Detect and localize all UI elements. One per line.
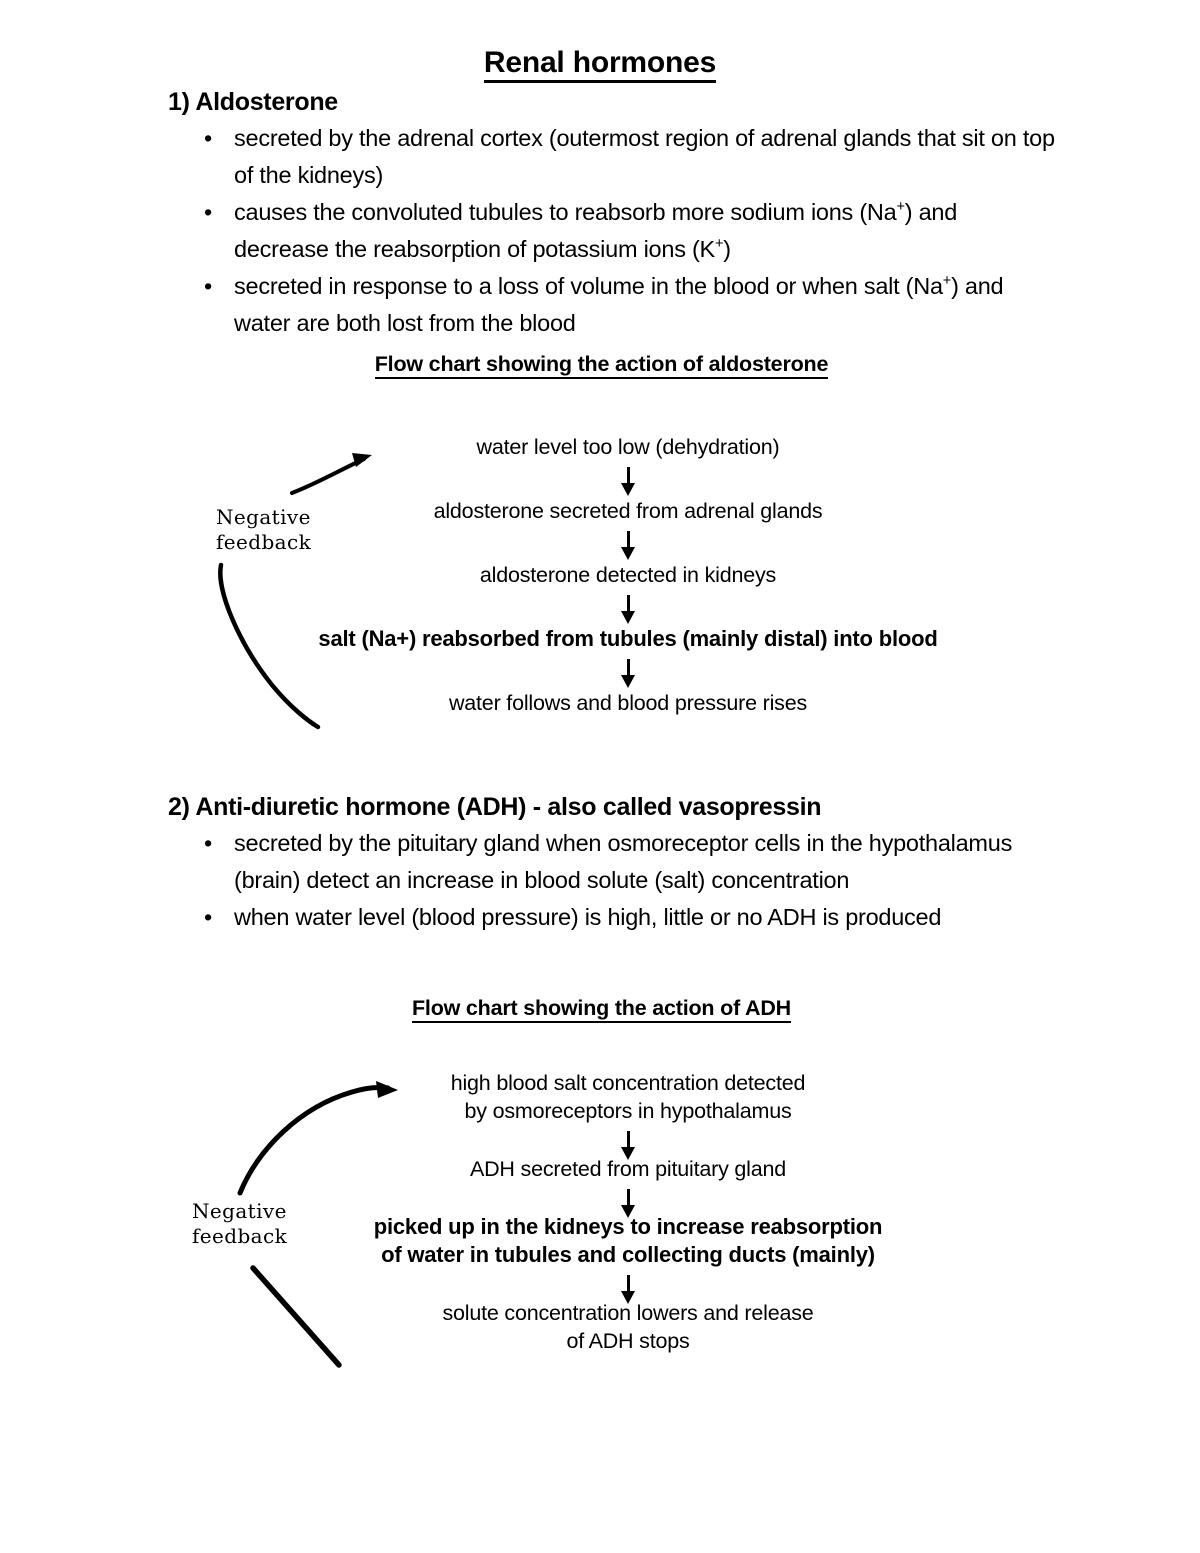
bullet-list-aldosterone: • secreted by the adrenal cortex (outerm… <box>196 120 1056 342</box>
page-title: Renal hormones <box>0 46 1200 83</box>
list-item: • causes the convoluted tubules to reabs… <box>196 194 1056 268</box>
flow-step: aldosterone secreted from adrenal glands <box>433 499 823 523</box>
flow-step: ADH secreted from pituitary gland <box>469 1157 787 1181</box>
bullet-list-adh: • secreted by the pituitary gland when o… <box>196 825 1056 936</box>
list-item: • secreted by the pituitary gland when o… <box>196 825 1056 899</box>
page-title-text: Renal hormones <box>483 46 716 83</box>
flow-chart-steps: water level too low (dehydration) aldost… <box>0 433 1200 717</box>
list-item-text: causes the convoluted tubules to reabsor… <box>234 199 897 225</box>
negative-feedback-label: Negative feedback <box>216 505 312 554</box>
flow-step: water follows and blood pressure rises <box>448 691 808 715</box>
section-heading-adh: 2) Anti-diuretic hormone (ADH) - also ca… <box>168 793 822 821</box>
flow-chart-title: Flow chart showing the action of aldoste… <box>0 352 1200 379</box>
section-heading-aldosterone: 1) Aldosterone <box>168 88 338 116</box>
bullet-icon: • <box>204 273 212 299</box>
flow-chart-title-text: Flow chart showing the action of aldoste… <box>374 352 828 379</box>
down-arrow-icon <box>56 1183 1200 1218</box>
list-item-text-mid: ) and water are both lost from the blood <box>234 273 1004 336</box>
flow-step: water level too low (dehydration) <box>476 435 780 459</box>
flow-step: solute concentration lowers and release … <box>442 1301 814 1353</box>
flow-step: aldosterone detected in kidneys <box>479 563 777 587</box>
list-item: • when water level (blood pressure) is h… <box>196 899 1056 936</box>
flow-step: salt (Na+) reabsorbed from tubules (main… <box>318 626 938 651</box>
bullet-icon: • <box>204 125 212 151</box>
down-arrow-icon <box>56 589 1200 625</box>
down-arrow-icon <box>56 461 1200 497</box>
list-item-text: when water level (blood pressure) is hig… <box>234 904 942 930</box>
negative-feedback-label: Negative feedback <box>192 1199 288 1248</box>
list-item-text-mid: ) and decrease the reabsorption of potas… <box>234 199 958 262</box>
superscript-plus: + <box>896 199 905 216</box>
superscript-plus: + <box>714 236 724 253</box>
flow-step: picked up in the kidneys to increase rea… <box>373 1214 883 1267</box>
flow-chart-adh: Flow chart showing the action of ADH Neg… <box>0 996 1200 1368</box>
list-item-text-post: ) <box>723 236 731 262</box>
down-arrow-icon <box>56 1125 1200 1160</box>
flow-chart-title: Flow chart showing the action of ADH <box>0 996 1200 1023</box>
list-item: • secreted in response to a loss of volu… <box>196 268 1056 342</box>
down-arrow-icon <box>56 1269 1200 1304</box>
superscript-plus: + <box>942 273 952 290</box>
bullet-icon: • <box>204 904 212 930</box>
bullet-icon: • <box>204 199 212 225</box>
down-arrow-icon <box>56 525 1200 561</box>
flow-step: high blood salt concentration detected b… <box>450 1071 806 1123</box>
flow-chart-title-text: Flow chart showing the action of ADH <box>411 996 791 1023</box>
flow-chart-aldosterone: Flow chart showing the action of aldoste… <box>0 352 1200 730</box>
list-item-text: secreted by the pituitary gland when osm… <box>234 830 1013 893</box>
list-item-text: secreted in response to a loss of volume… <box>234 273 943 299</box>
down-arrow-icon <box>56 653 1200 689</box>
flow-chart-steps: high blood salt concentration detected b… <box>0 1069 1200 1355</box>
bullet-icon: • <box>204 830 212 856</box>
list-item-text: secreted by the adrenal cortex (outermos… <box>234 125 1055 188</box>
list-item: • secreted by the adrenal cortex (outerm… <box>196 120 1056 194</box>
